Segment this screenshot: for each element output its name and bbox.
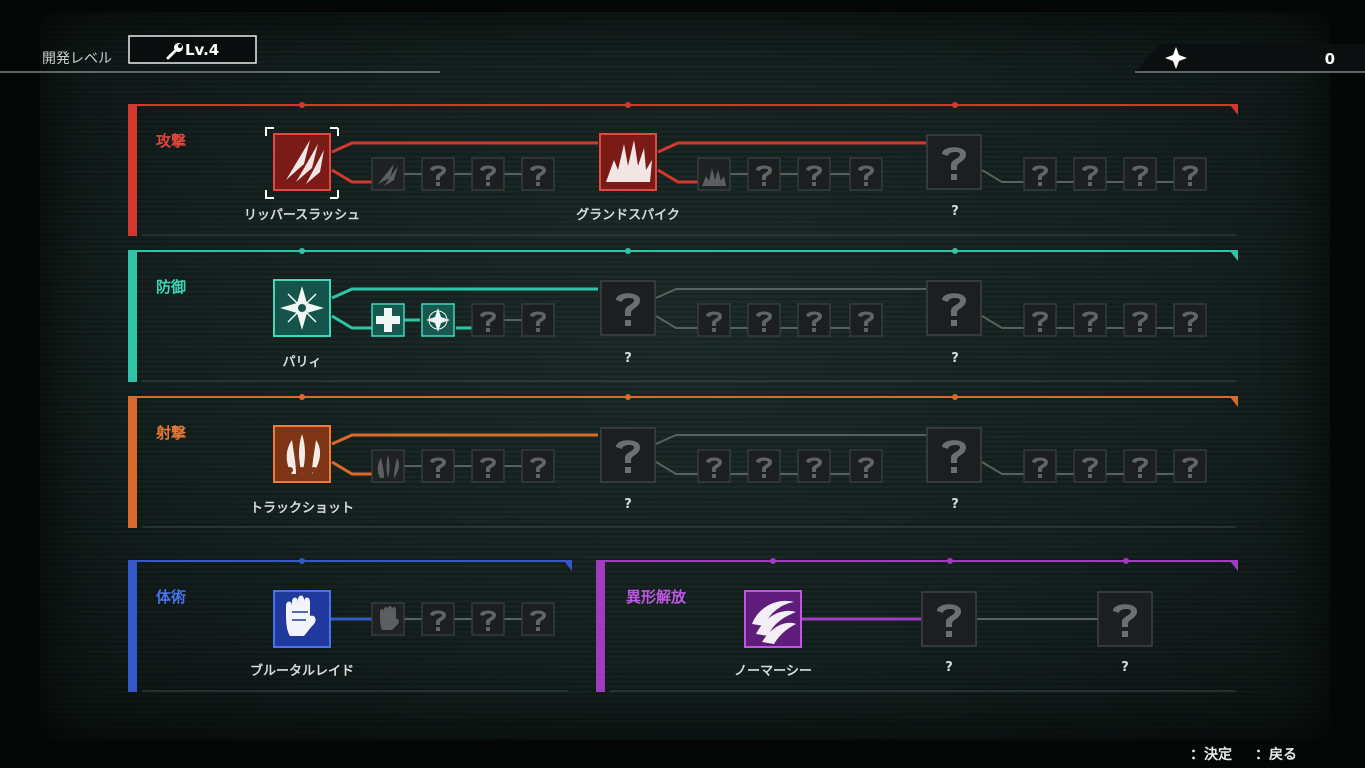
category-title-mutation-release: 異形解放	[626, 588, 687, 606]
skill-label-ripper-slash: リッパースラッシュ	[243, 208, 361, 223]
dev-level-value: Lv.4	[185, 41, 220, 59]
locked-skill-large-icon[interactable]	[600, 280, 656, 336]
attack-row	[128, 102, 1238, 236]
locked-skill-large-icon[interactable]	[926, 134, 982, 190]
skill-ground-spike-icon[interactable]	[599, 133, 657, 191]
skill-ground-spike-upgrade-1[interactable]	[697, 157, 731, 191]
skill-label-no-mercy: ノーマーシー	[734, 664, 812, 679]
skill-track-shot-upgrade-1[interactable]	[371, 449, 405, 483]
shooting-row	[128, 394, 1238, 528]
skill-ripper-slash-icon[interactable]	[265, 127, 339, 199]
locked-skill-large-icon[interactable]	[926, 280, 982, 336]
locked-skill-icon[interactable]	[849, 303, 883, 337]
skill-label-locked: ?	[1121, 660, 1129, 675]
defense-row	[128, 248, 1238, 382]
locked-skill-icon[interactable]	[421, 449, 455, 483]
locked-skill-icon[interactable]	[747, 303, 781, 337]
locked-skill-icon[interactable]	[697, 449, 731, 483]
locked-skill-icon[interactable]	[1123, 449, 1157, 483]
locked-skill-icon[interactable]	[471, 449, 505, 483]
locked-skill-icon[interactable]	[421, 157, 455, 191]
back-hint[interactable]: ：戻る	[1255, 747, 1297, 763]
currency-count: 0	[1324, 50, 1335, 68]
skill-parry-upgrade-2[interactable]	[421, 303, 455, 337]
locked-skill-icon[interactable]	[849, 157, 883, 191]
locked-skill-icon[interactable]	[471, 602, 505, 636]
locked-skill-icon[interactable]	[1073, 449, 1107, 483]
locked-skill-icon[interactable]	[1023, 303, 1057, 337]
locked-skill-icon[interactable]	[1073, 303, 1107, 337]
locked-skill-icon[interactable]	[421, 602, 455, 636]
category-title-shooting: 射撃	[156, 424, 187, 442]
locked-skill-icon[interactable]	[471, 303, 505, 337]
skill-label-locked: ?	[945, 660, 953, 675]
header-bar	[0, 35, 1365, 73]
skill-label-locked: ?	[624, 351, 632, 366]
locked-skill-icon[interactable]	[797, 157, 831, 191]
skill-label-parry: パリィ	[282, 355, 322, 370]
locked-skill-icon[interactable]	[1023, 449, 1057, 483]
confirm-hint[interactable]: ：決定	[1190, 747, 1232, 763]
skill-label-locked: ?	[624, 497, 632, 512]
locked-skill-icon[interactable]	[521, 602, 555, 636]
skill-label-track-shot: トラックショット	[249, 501, 355, 516]
locked-skill-icon[interactable]	[1173, 157, 1207, 191]
skill-parry-icon[interactable]	[273, 279, 331, 337]
locked-skill-large-icon[interactable]	[1097, 591, 1153, 647]
category-title-defense: 防御	[156, 278, 187, 296]
skill-label-locked: ?	[951, 351, 959, 366]
sparkle-currency-icon	[1165, 47, 1187, 69]
locked-skill-large-icon[interactable]	[600, 427, 656, 483]
category-title-martial-arts: 体術	[156, 588, 187, 606]
locked-skill-large-icon[interactable]	[921, 591, 977, 647]
skill-brutal-raid-icon[interactable]	[273, 590, 331, 648]
locked-skill-icon[interactable]	[521, 303, 555, 337]
locked-skill-icon[interactable]	[797, 449, 831, 483]
locked-skill-icon[interactable]	[1073, 157, 1107, 191]
locked-skill-icon[interactable]	[747, 449, 781, 483]
locked-skill-icon[interactable]	[697, 303, 731, 337]
locked-skill-icon[interactable]	[1123, 157, 1157, 191]
locked-skill-large-icon[interactable]	[926, 427, 982, 483]
locked-skill-icon[interactable]	[1173, 303, 1207, 337]
dev-level-box	[128, 35, 257, 64]
skill-label-brutal-raid: ブルータルレイド	[249, 664, 355, 679]
skill-label-locked: ?	[951, 204, 959, 219]
skill-ripper-slash-upgrade-1[interactable]	[371, 157, 405, 191]
locked-skill-icon[interactable]	[521, 449, 555, 483]
skill-label-ground-spike: グランドスパイク	[576, 208, 680, 223]
category-title-attack: 攻撃	[156, 132, 187, 150]
locked-skill-icon[interactable]	[471, 157, 505, 191]
dev-level-label: 開発レベル	[42, 51, 112, 67]
mutation-release-row	[596, 558, 1238, 692]
wrench-icon	[166, 43, 183, 60]
locked-skill-icon[interactable]	[849, 449, 883, 483]
locked-skill-icon[interactable]	[521, 157, 555, 191]
skill-no-mercy-icon[interactable]	[744, 590, 802, 648]
locked-skill-icon[interactable]	[1023, 157, 1057, 191]
skill-track-shot-icon[interactable]	[273, 425, 331, 483]
skill-parry-heal-upgrade[interactable]	[371, 303, 405, 337]
attack-accent-bar	[128, 106, 137, 236]
locked-skill-icon[interactable]	[1173, 449, 1207, 483]
locked-skill-icon[interactable]	[797, 303, 831, 337]
martial-arts-row	[128, 558, 572, 692]
skill-label-locked: ?	[951, 497, 959, 512]
locked-skill-icon[interactable]	[1123, 303, 1157, 337]
locked-skill-icon[interactable]	[747, 157, 781, 191]
skill-brutal-raid-upgrade-1[interactable]	[371, 602, 405, 636]
